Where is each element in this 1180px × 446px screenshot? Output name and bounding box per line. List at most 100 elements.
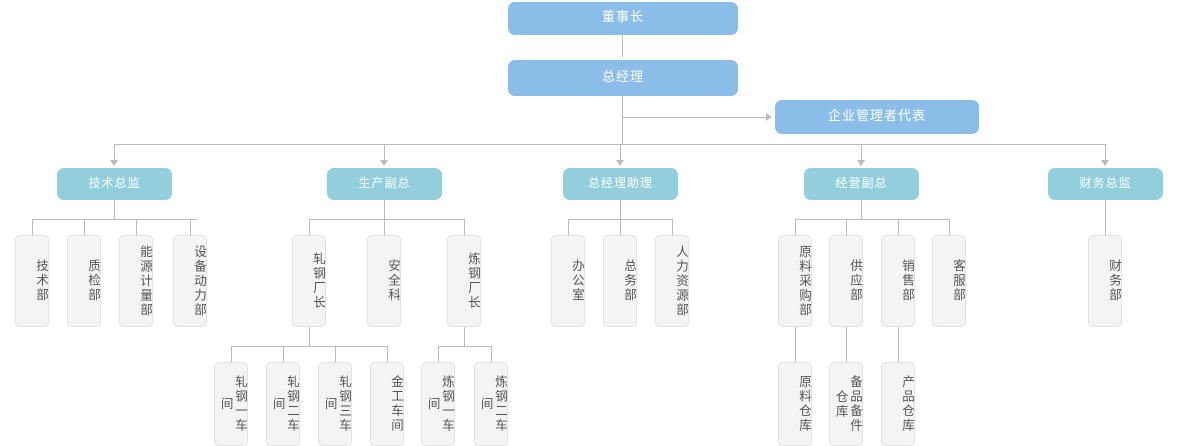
node-rolling-workshop-1[interactable]: 轧钢一车间 <box>214 362 248 446</box>
node-steelmaking-workshop-2-label: 炼钢二车间 <box>478 375 508 433</box>
connector-operations-stem <box>861 200 862 219</box>
connector-chairman-gm <box>622 35 623 57</box>
node-steelmaking-chief-label: 炼钢厂长 <box>466 252 481 310</box>
node-product-warehouse-label: 产品仓库 <box>900 375 915 433</box>
node-qc-dept-label: 质检部 <box>86 259 101 303</box>
connector-gm-rep <box>622 117 768 118</box>
node-service-dept[interactable]: 客服部 <box>932 235 966 327</box>
node-metalwork-workshop-label: 金工车间 <box>389 375 404 433</box>
node-general-affairs-label: 总务部 <box>622 259 637 303</box>
node-rolling-workshop-2-label: 轧钢二车间 <box>270 375 300 433</box>
node-energy-dept[interactable]: 能源计量部 <box>119 235 153 327</box>
connector-material-warehouse <box>795 327 796 362</box>
node-general-manager[interactable]: 总经理 <box>508 60 738 96</box>
node-steelmaking-workshop-1-label: 炼钢一车间 <box>425 375 455 433</box>
connector-rolling-d1 <box>231 346 232 362</box>
node-rolling-workshop-3[interactable]: 轧钢三车间 <box>318 362 352 446</box>
node-operations-vp-label: 经营副总 <box>835 176 888 191</box>
node-rolling-workshop-2[interactable]: 轧钢二车间 <box>266 362 300 446</box>
node-purchasing-dept[interactable]: 原料采购部 <box>778 235 812 327</box>
node-rolling-chief[interactable]: 轧钢厂长 <box>292 235 326 327</box>
connector-gma-d2 <box>620 219 621 235</box>
node-purchasing-dept-label: 原料采购部 <box>797 244 812 318</box>
node-equipment-dept-label: 设备动力部 <box>192 244 207 318</box>
node-qc-dept[interactable]: 质检部 <box>67 235 101 327</box>
connector-tech-d3 <box>136 219 137 235</box>
node-office[interactable]: 办公室 <box>551 235 585 327</box>
connector-operations-d4 <box>949 219 950 235</box>
node-management-representative-label: 企业管理者代表 <box>827 108 926 124</box>
connector-production-d3 <box>464 219 465 235</box>
connector-operations-d1 <box>795 219 796 235</box>
node-hr-dept[interactable]: 人力资源部 <box>655 235 689 327</box>
node-equipment-dept[interactable]: 设备动力部 <box>173 235 207 327</box>
node-safety-dept[interactable]: 安全科 <box>367 235 401 327</box>
connector-gm-stem <box>622 96 623 144</box>
connector-production-d2 <box>384 219 385 235</box>
connector-tech-bus <box>32 219 197 220</box>
connector-gma-d1 <box>568 219 569 235</box>
node-steelmaking-chief[interactable]: 炼钢厂长 <box>447 235 481 327</box>
connector-level3-bus <box>114 144 1106 145</box>
node-production-vp[interactable]: 生产副总 <box>327 168 442 200</box>
connector-product-warehouse <box>898 327 899 362</box>
node-steelmaking-workshop-1[interactable]: 炼钢一车间 <box>421 362 455 446</box>
connector-steelmaking-d2 <box>491 346 492 362</box>
node-rolling-chief-label: 轧钢厂长 <box>311 252 326 310</box>
connector-drop-finance <box>1105 144 1106 161</box>
connector-finance-stem <box>1105 200 1106 235</box>
connector-drop-gma <box>620 144 621 161</box>
connector-steelmaking-d1 <box>438 346 439 362</box>
arrow-tech-director <box>110 160 118 166</box>
node-safety-dept-label: 安全科 <box>386 259 401 303</box>
node-tech-dept-label: 技术部 <box>34 259 49 303</box>
node-energy-dept-label: 能源计量部 <box>138 244 153 318</box>
node-gm-assistant-label: 总经理助理 <box>587 176 653 191</box>
node-chairman[interactable]: 董事长 <box>508 2 738 35</box>
connector-steelmaking-bus <box>438 346 492 347</box>
connector-drop-operations <box>861 144 862 161</box>
node-steelmaking-workshop-2[interactable]: 炼钢二车间 <box>474 362 508 446</box>
node-supply-dept-label: 供应部 <box>848 259 863 303</box>
connector-steelmaking-stem <box>464 327 465 346</box>
node-hr-dept-label: 人力资源部 <box>674 244 689 318</box>
arrow-gm-assistant <box>616 160 624 166</box>
node-spare-parts-warehouse-label: 备品备件仓库 <box>833 375 863 433</box>
arrow-operations-vp <box>857 160 865 166</box>
node-product-warehouse[interactable]: 产品仓库 <box>881 362 915 446</box>
node-gm-assistant[interactable]: 总经理助理 <box>563 168 678 200</box>
connector-production-bus <box>309 219 465 220</box>
node-operations-vp[interactable]: 经营副总 <box>804 168 919 200</box>
connector-production-stem <box>384 200 385 219</box>
node-material-warehouse[interactable]: 原料仓库 <box>778 362 812 446</box>
node-metalwork-workshop[interactable]: 金工车间 <box>370 362 404 446</box>
node-management-representative[interactable]: 企业管理者代表 <box>775 100 979 134</box>
node-sales-dept[interactable]: 销售部 <box>881 235 915 327</box>
node-supply-dept[interactable]: 供应部 <box>829 235 863 327</box>
connector-rolling-stem <box>309 327 310 346</box>
connector-operations-bus <box>795 219 950 220</box>
connector-operations-d3 <box>898 219 899 235</box>
arrow-production-vp <box>380 160 388 166</box>
node-finance-director-label: 财务总监 <box>1079 176 1132 191</box>
node-material-warehouse-label: 原料仓库 <box>797 375 812 433</box>
node-finance-director[interactable]: 财务总监 <box>1048 168 1163 200</box>
node-tech-director-label: 技术总监 <box>88 176 141 191</box>
node-tech-dept[interactable]: 技术部 <box>15 235 49 327</box>
connector-gma-d3 <box>672 219 673 235</box>
connector-gma-stem <box>620 200 621 219</box>
connector-rolling-d4 <box>387 346 388 362</box>
node-finance-dept[interactable]: 财务部 <box>1088 235 1122 327</box>
connector-drop-tech <box>114 144 115 161</box>
node-spare-parts-warehouse[interactable]: 备品备件仓库 <box>829 362 863 446</box>
connector-rolling-d3 <box>335 346 336 362</box>
connector-rolling-d2 <box>283 346 284 362</box>
node-general-affairs[interactable]: 总务部 <box>603 235 637 327</box>
arrow-finance-director <box>1101 160 1109 166</box>
node-tech-director[interactable]: 技术总监 <box>57 168 172 200</box>
connector-tech-d1 <box>32 219 33 235</box>
connector-tech-d2 <box>84 219 85 235</box>
connector-production-d1 <box>309 219 310 235</box>
node-chairman-label: 董事长 <box>601 10 644 26</box>
